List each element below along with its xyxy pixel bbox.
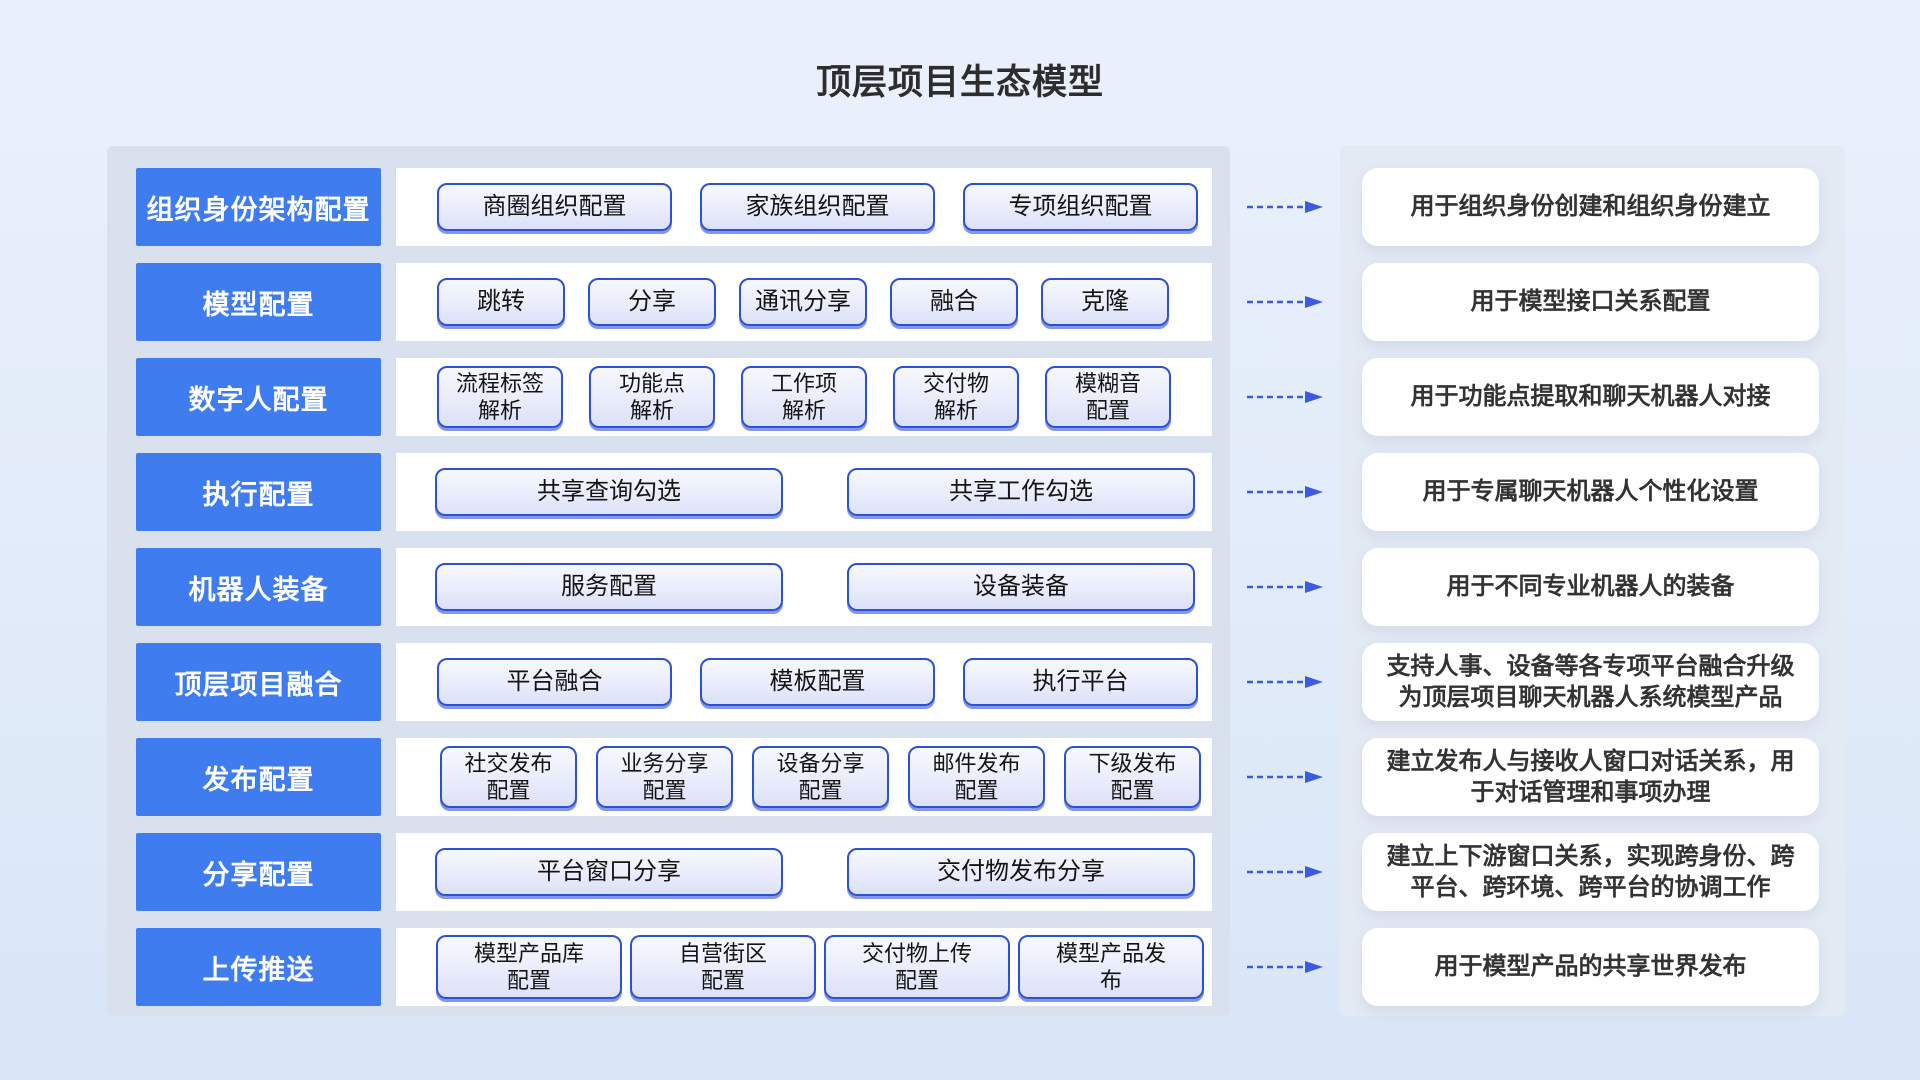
button-process-tag-parse[interactable]: 流程标签 解析 xyxy=(437,366,563,428)
button-share[interactable]: 分享 xyxy=(588,278,716,326)
button-work-item-parse[interactable]: 工作项 解析 xyxy=(741,366,867,428)
button-clone[interactable]: 克隆 xyxy=(1041,278,1169,326)
row-label-digital-human-config: 数字人配置 xyxy=(136,358,381,436)
row-band: 平台融合 模板配置 执行平台 xyxy=(396,643,1212,721)
button-execution-platform[interactable]: 执行平台 xyxy=(963,658,1198,706)
button-jump[interactable]: 跳转 xyxy=(437,278,565,326)
row-band: 跳转 分享 通讯分享 融合 克隆 xyxy=(396,263,1212,341)
row-label-robot-equipment: 机器人装备 xyxy=(136,548,381,626)
arrow-right-icon xyxy=(1247,391,1323,403)
button-device-share-config[interactable]: 设备分享 配置 xyxy=(752,746,889,808)
arrow-right-icon xyxy=(1247,866,1323,878)
row-band: 共享查询勾选 共享工作勾选 xyxy=(396,453,1212,531)
button-business-share-config[interactable]: 业务分享 配置 xyxy=(596,746,733,808)
button-shared-work-check[interactable]: 共享工作勾选 xyxy=(847,468,1195,516)
row-label-organization-identity: 组织身份架构配置 xyxy=(136,168,381,246)
button-deliverable-upload-config[interactable]: 交付物上传 配置 xyxy=(824,935,1010,999)
row-digital-human-config: 数字人配置 流程标签 解析 功能点 解析 工作项 解析 交付物 解析 模糊音 配… xyxy=(136,358,1212,436)
page-title: 顶层项目生态模型 xyxy=(815,63,1104,102)
button-device-equipment[interactable]: 设备装备 xyxy=(847,563,1195,611)
button-model-product-library-config[interactable]: 模型产品库 配置 xyxy=(436,935,622,999)
description-card-robot-equipment: 用于不同专业机器人的装备 xyxy=(1362,548,1819,626)
row-band: 流程标签 解析 功能点 解析 工作项 解析 交付物 解析 模糊音 配置 xyxy=(396,358,1212,436)
row-band: 社交发布 配置 业务分享 配置 设备分享 配置 邮件发布 配置 下级发布 配置 xyxy=(396,738,1212,816)
button-fuzzy-sound-config[interactable]: 模糊音 配置 xyxy=(1045,366,1171,428)
button-model-product-publish[interactable]: 模型产品发 布 xyxy=(1018,935,1204,999)
row-execution-config: 执行配置 共享查询勾选 共享工作勾选 xyxy=(136,453,1212,531)
row-band: 模型产品库 配置 自营街区 配置 交付物上传 配置 模型产品发 布 xyxy=(396,928,1212,1006)
button-social-publish-config[interactable]: 社交发布 配置 xyxy=(440,746,577,808)
button-comm-share[interactable]: 通讯分享 xyxy=(739,278,867,326)
description-card-top-project-fusion: 支持人事、设备等各专项平台融合升级 为顶层项目聊天机器人系统模型产品 xyxy=(1362,643,1819,721)
row-label-upload-push: 上传推送 xyxy=(136,928,381,1006)
arrow-right-icon xyxy=(1247,961,1323,973)
button-mail-publish-config[interactable]: 邮件发布 配置 xyxy=(908,746,1045,808)
row-robot-equipment: 机器人装备 服务配置 设备装备 xyxy=(136,548,1212,626)
left-diagram-panel: 组织身份架构配置 商圈组织配置 家族组织配置 专项组织配置 模型配置 跳转 分享… xyxy=(107,146,1230,1016)
button-subordinate-publish-config[interactable]: 下级发布 配置 xyxy=(1064,746,1201,808)
row-band: 服务配置 设备装备 xyxy=(396,548,1212,626)
button-business-circle-org-config[interactable]: 商圈组织配置 xyxy=(437,183,672,231)
row-band: 商圈组织配置 家族组织配置 专项组织配置 xyxy=(396,168,1212,246)
right-description-panel: 用于组织身份创建和组织身份建立 用于模型接口关系配置 用于功能点提取和聊天机器人… xyxy=(1340,146,1845,1016)
arrow-right-icon xyxy=(1247,676,1323,688)
arrow-right-icon xyxy=(1247,581,1323,593)
button-shared-query-check[interactable]: 共享查询勾选 xyxy=(435,468,783,516)
row-share-config: 分享配置 平台窗口分享 交付物发布分享 xyxy=(136,833,1212,911)
row-upload-push: 上传推送 模型产品库 配置 自营街区 配置 交付物上传 配置 模型产品发 布 xyxy=(136,928,1212,1006)
description-card-publish-config: 建立发布人与接收人窗口对话关系，用 于对话管理和事项办理 xyxy=(1362,738,1819,816)
button-fusion[interactable]: 融合 xyxy=(890,278,1018,326)
description-card-share-config: 建立上下游窗口关系，实现跨身份、跨 平台、跨环境、跨平台的协调工作 xyxy=(1362,833,1819,911)
row-label-model-config: 模型配置 xyxy=(136,263,381,341)
button-family-org-config[interactable]: 家族组织配置 xyxy=(700,183,935,231)
arrow-right-icon xyxy=(1247,296,1323,308)
button-special-org-config[interactable]: 专项组织配置 xyxy=(963,183,1198,231)
row-label-share-config: 分享配置 xyxy=(136,833,381,911)
button-deliverable-publish-share[interactable]: 交付物发布分享 xyxy=(847,848,1195,896)
row-band: 平台窗口分享 交付物发布分享 xyxy=(396,833,1212,911)
button-platform-window-share[interactable]: 平台窗口分享 xyxy=(435,848,783,896)
row-label-execution-config: 执行配置 xyxy=(136,453,381,531)
description-card-execution-config: 用于专属聊天机器人个性化设置 xyxy=(1362,453,1819,531)
arrow-right-icon xyxy=(1247,771,1323,783)
button-service-config[interactable]: 服务配置 xyxy=(435,563,783,611)
description-card-digital-human-config: 用于功能点提取和聊天机器人对接 xyxy=(1362,358,1819,436)
arrow-right-icon xyxy=(1247,486,1323,498)
button-function-point-parse[interactable]: 功能点 解析 xyxy=(589,366,715,428)
row-organization-identity: 组织身份架构配置 商圈组织配置 家族组织配置 专项组织配置 xyxy=(136,168,1212,246)
row-label-publish-config: 发布配置 xyxy=(136,738,381,816)
row-model-config: 模型配置 跳转 分享 通讯分享 融合 克隆 xyxy=(136,263,1212,341)
arrow-right-icon xyxy=(1247,201,1323,213)
button-deliverable-parse[interactable]: 交付物 解析 xyxy=(893,366,1019,428)
row-top-project-fusion: 顶层项目融合 平台融合 模板配置 执行平台 xyxy=(136,643,1212,721)
description-card-model-config: 用于模型接口关系配置 xyxy=(1362,263,1819,341)
description-card-upload-push: 用于模型产品的共享世界发布 xyxy=(1362,928,1819,1006)
button-self-operated-block-config[interactable]: 自营街区 配置 xyxy=(630,935,816,999)
button-template-config[interactable]: 模板配置 xyxy=(700,658,935,706)
button-platform-fusion[interactable]: 平台融合 xyxy=(437,658,672,706)
description-card-organization-identity: 用于组织身份创建和组织身份建立 xyxy=(1362,168,1819,246)
row-publish-config: 发布配置 社交发布 配置 业务分享 配置 设备分享 配置 邮件发布 配置 下级发… xyxy=(136,738,1212,816)
row-label-top-project-fusion: 顶层项目融合 xyxy=(136,643,381,721)
